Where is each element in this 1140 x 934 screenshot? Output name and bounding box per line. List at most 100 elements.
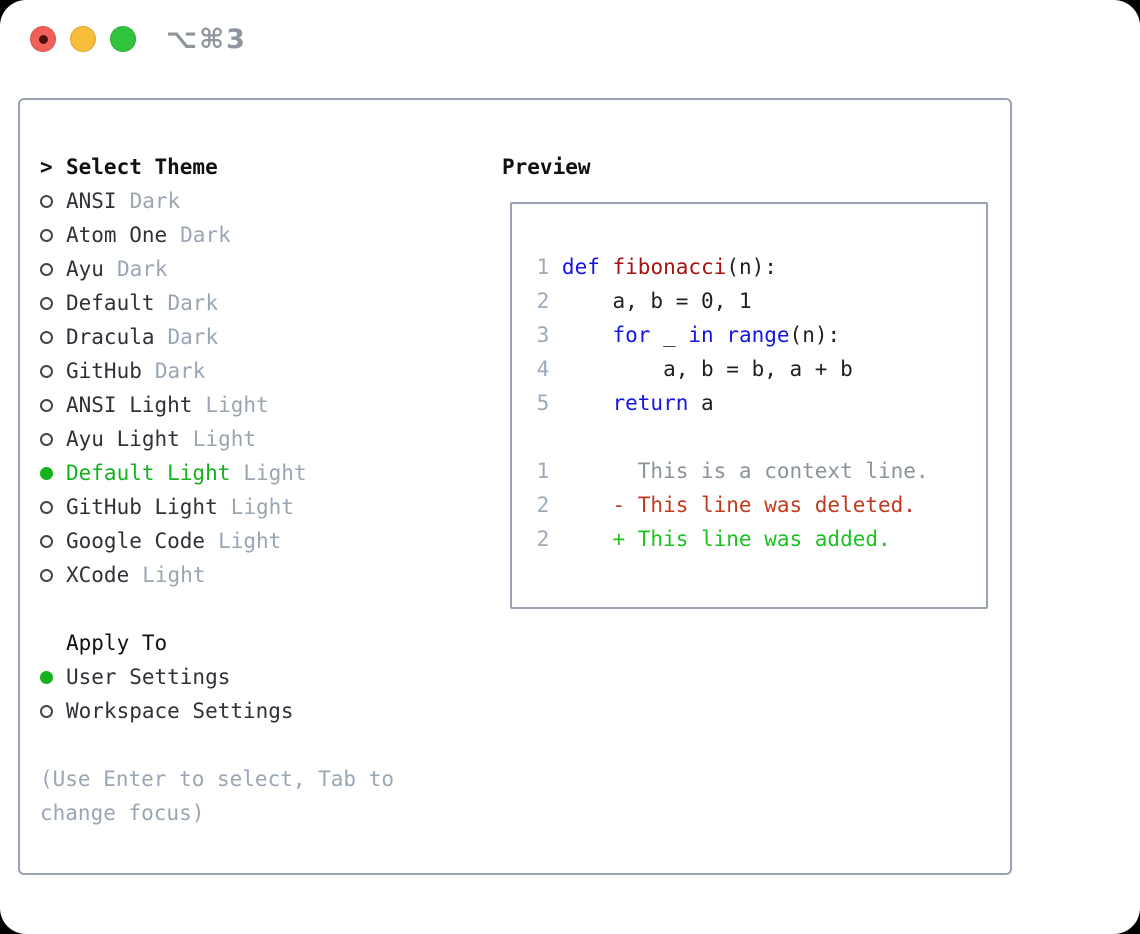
theme-variant-tag: Light	[218, 529, 282, 553]
theme-name: Default	[66, 291, 155, 315]
theme-name: Ayu	[66, 257, 104, 281]
line-number: 2	[536, 527, 550, 551]
code-token	[562, 323, 613, 347]
line-number: 1	[536, 255, 550, 279]
minimize-button[interactable]	[70, 26, 96, 52]
apply-to-option[interactable]: Workspace Settings	[40, 694, 494, 728]
code-line: 1 This is a context line.	[524, 454, 986, 488]
theme-option[interactable]: GitHub Light Light	[40, 490, 494, 524]
theme-option[interactable]: Ayu Dark	[40, 252, 494, 286]
preview-title: Preview	[502, 155, 591, 179]
theme-variant-tag: Light	[243, 461, 307, 485]
code-line: 2 + This line was added.	[524, 522, 986, 556]
theme-option[interactable]: ANSI Light Light	[40, 388, 494, 422]
radio-icon	[40, 568, 53, 582]
radio-selected-icon	[40, 466, 53, 480]
theme-option[interactable]: Atom One Dark	[40, 218, 494, 252]
code-token: for	[612, 323, 651, 347]
theme-name: Ayu Light	[66, 427, 180, 451]
theme-variant-tag: Dark	[116, 257, 168, 281]
code-token: fibonacci	[612, 255, 727, 279]
theme-option[interactable]: Default Light Light	[40, 456, 494, 490]
apply-to-label: Workspace Settings	[66, 699, 294, 723]
radio-icon	[40, 262, 53, 276]
titlebar: ⌥⌘3	[0, 0, 1140, 78]
theme-name: GitHub Light	[66, 495, 218, 519]
code-token	[600, 255, 613, 279]
theme-variant-tag: Light	[230, 495, 294, 519]
zoom-button[interactable]	[110, 26, 136, 52]
code-line: 3 for _ in range(n):	[524, 318, 986, 352]
theme-name: Dracula	[66, 325, 155, 349]
theme-option[interactable]: GitHub Dark	[40, 354, 494, 388]
close-button[interactable]	[30, 26, 56, 52]
code-text: - This line was deleted.	[561, 488, 916, 522]
theme-variant-tag: Dark	[180, 223, 231, 247]
theme-name: Default Light	[66, 461, 231, 485]
radio-icon	[40, 500, 53, 514]
line-number: 1	[536, 459, 550, 483]
code-token: in	[688, 323, 714, 347]
radio-icon	[40, 296, 53, 310]
code-token: This is a context line.	[561, 459, 929, 483]
window-shortcut-label: ⌥⌘3	[166, 23, 247, 55]
code-text: return a	[562, 386, 714, 420]
theme-name: ANSI Light	[66, 393, 193, 417]
apply-to-title: Apply To	[66, 631, 168, 655]
apply-to-label: User Settings	[66, 665, 231, 689]
line-number	[524, 420, 549, 454]
code-text: a, b = 0, 1	[562, 284, 751, 318]
theme-option[interactable]: Ayu Light Light	[40, 422, 494, 456]
code-token: - This line was deleted.	[561, 493, 916, 517]
radio-icon	[40, 364, 53, 378]
code-text: + This line was added.	[562, 522, 890, 556]
radio-icon	[40, 534, 53, 548]
theme-name: GitHub	[66, 359, 142, 383]
radio-icon	[40, 704, 53, 718]
theme-option[interactable]: Google Code Light	[40, 524, 494, 558]
apply-to-header: Apply To	[40, 626, 494, 660]
select-theme-header: >Select Theme	[40, 150, 494, 184]
theme-variant-tag: Dark	[154, 359, 206, 383]
apply-to-option[interactable]: User Settings	[40, 660, 494, 694]
theme-name: Google Code	[66, 529, 206, 553]
theme-variant-tag: Dark	[129, 189, 181, 213]
code-token: _	[650, 323, 689, 347]
code-line: 5 return a	[524, 386, 986, 420]
line-number: 2	[536, 493, 550, 517]
code-token: (n):	[726, 255, 777, 279]
theme-variant-tag: Dark	[167, 291, 219, 315]
theme-option[interactable]: ANSI Dark	[40, 184, 494, 218]
theme-option[interactable]: Default Dark	[40, 286, 494, 320]
theme-variant-tag: Light	[192, 427, 257, 451]
code-token	[562, 391, 613, 415]
code-text: def fibonacci(n):	[562, 250, 777, 284]
code-line	[524, 420, 986, 454]
focus-cursor-icon: >	[40, 155, 53, 179]
keyboard-hint: (Use Enter to select, Tab to change focu…	[40, 767, 395, 825]
line-number: 5	[536, 391, 550, 415]
theme-variant-tag: Dark	[167, 325, 219, 349]
theme-name: Atom One	[66, 223, 168, 247]
code-text: a, b = b, a + b	[562, 352, 853, 386]
code-token: (n):	[789, 323, 841, 347]
theme-name: ANSI	[66, 189, 117, 213]
theme-option[interactable]: Dracula Dark	[40, 320, 494, 354]
line-number: 2	[536, 289, 550, 313]
spacer	[40, 592, 494, 626]
radio-icon	[40, 228, 53, 242]
code-token: a	[688, 391, 714, 415]
code-line: 2 - This line was deleted.	[524, 488, 986, 522]
code-token: range	[726, 323, 790, 347]
radio-icon	[40, 398, 53, 412]
theme-variant-tag: Light	[205, 393, 269, 417]
code-token	[714, 323, 727, 347]
